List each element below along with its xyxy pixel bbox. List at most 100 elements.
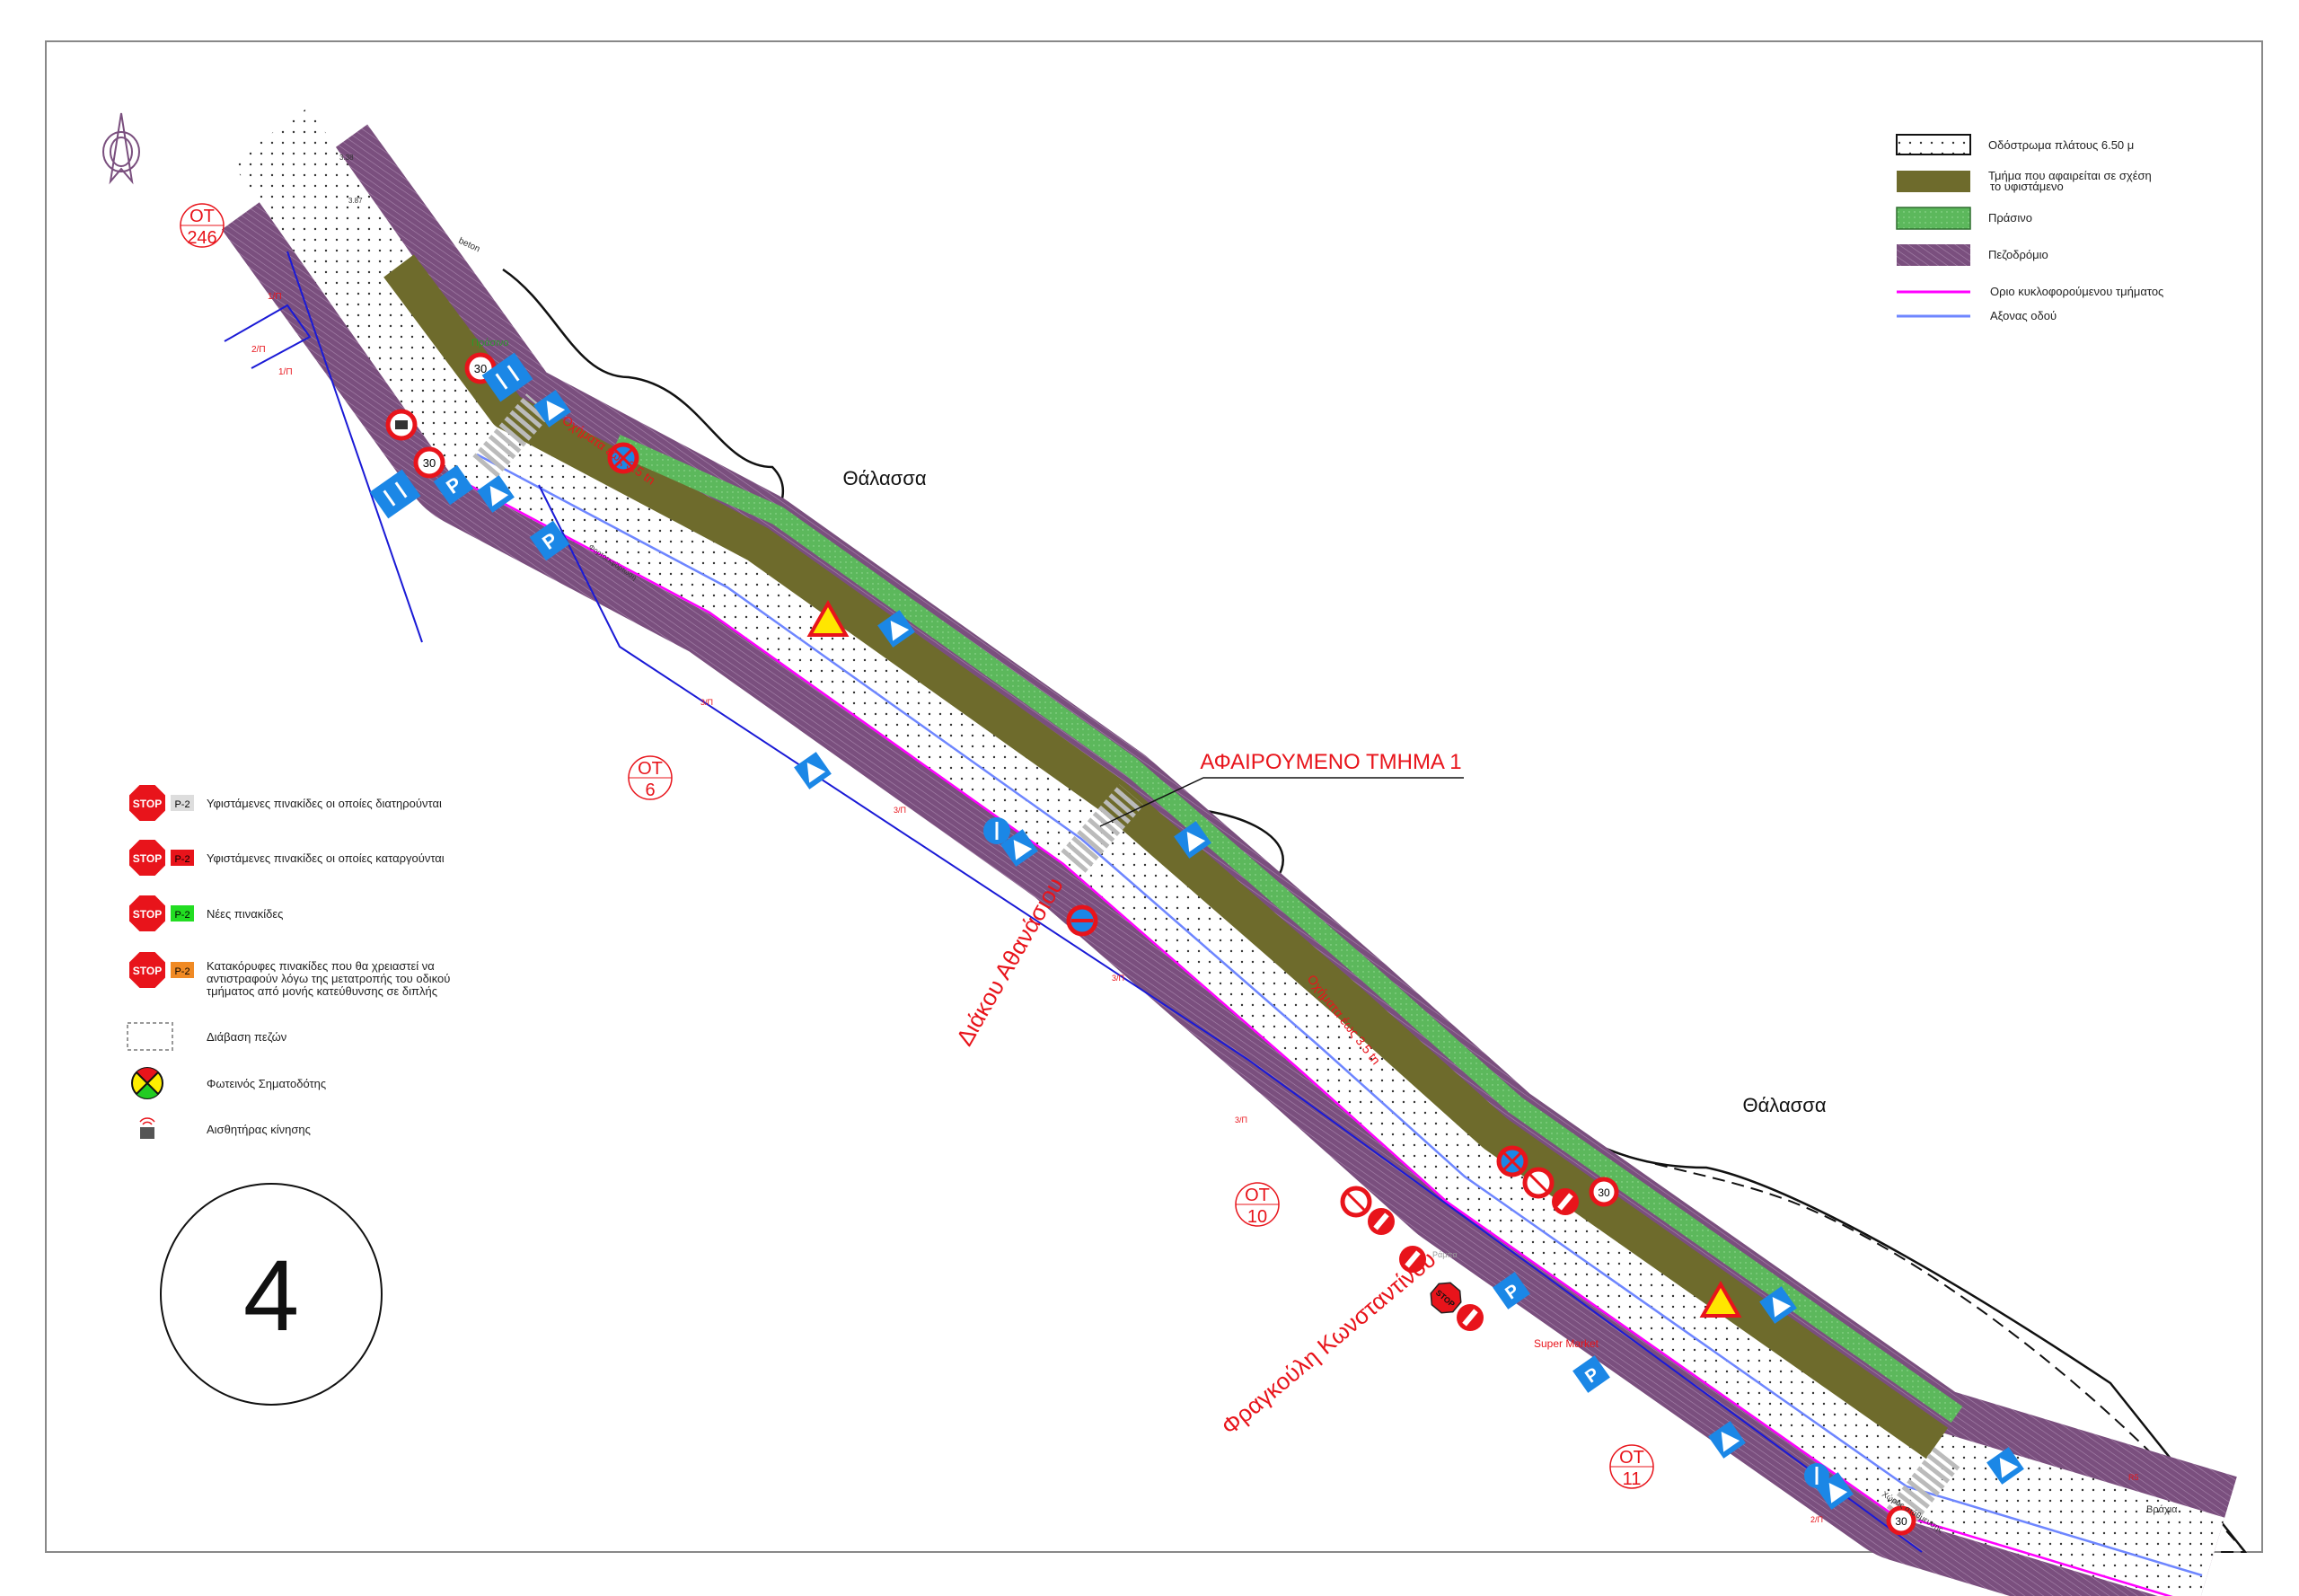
- legend-label: το υφιστάμενο: [1990, 180, 2064, 193]
- road-axis-line: [476, 453, 2203, 1577]
- speed-limit-sign: 30: [413, 446, 445, 479]
- legend-label: Πεζοδρόμιο: [1988, 248, 2048, 261]
- sign-code: P-2: [174, 966, 189, 977]
- legend-row-motion-sensor: Αισθητήρας κίνησης: [139, 1117, 311, 1139]
- legend-row-removed: STOP P-2 Υφιστάμενες πινακίδες οι οποίες…: [128, 838, 445, 877]
- floors-label: 3/Π: [1235, 1115, 1247, 1124]
- stop-icon-text: STOP: [133, 852, 162, 865]
- elevation-label: 3.87: [348, 197, 363, 205]
- legend-right: Οδόστρωμα πλάτους 6.50 μ Τμήμα που αφαιρ…: [1896, 134, 2163, 322]
- legend-label: Διάβαση πεζών: [207, 1030, 286, 1044]
- coastline: [502, 268, 2246, 1553]
- pedestrian-crossing-sign: [1986, 1447, 2024, 1485]
- sign-code: P-2: [174, 799, 189, 810]
- no-waiting-sign: [1066, 904, 1098, 937]
- speed-limit-value: 30: [474, 362, 487, 375]
- legend-swatch-green: [1896, 207, 1971, 230]
- legend-row-crossing: Διάβαση πεζών: [127, 1022, 286, 1051]
- pedestrian-crossing-sign: [1759, 1286, 1797, 1324]
- no-overtaking-sign: [1340, 1186, 1372, 1218]
- block-label-ot10: ΟΤ 10: [1235, 1182, 1280, 1227]
- stop-icon-text: STOP: [133, 965, 162, 977]
- block-label-bottom: 6: [645, 780, 655, 800]
- no-entry-sign: [1368, 1208, 1395, 1235]
- traffic-light-icon: [131, 1067, 163, 1099]
- no-trucks-sign: [385, 409, 418, 441]
- traffic-limit-line: [458, 478, 2173, 1596]
- stop-icon: [128, 950, 167, 990]
- floors-label: 2/Π: [251, 345, 266, 355]
- one-way-sign: [481, 352, 533, 402]
- floors-label: 3/Π: [700, 698, 713, 707]
- pedestrian-crossing: [472, 393, 551, 478]
- property-lines: [224, 251, 1923, 1553]
- sheet-number-text: 4: [243, 1239, 299, 1352]
- pedestrian-crossing-sign: [1708, 1421, 1746, 1459]
- legend-label: Αισθητήρας κίνησης: [207, 1123, 311, 1136]
- legend-label: Υφιστάμενες πινακίδες οι οποίες καταργού…: [207, 851, 445, 865]
- legend-swatch-pavement: [1896, 134, 1971, 155]
- ahead-only-sign: [983, 817, 1010, 844]
- floors-label: 1/Π: [268, 292, 282, 302]
- pedestrian-crossing-sign: [1000, 829, 1038, 867]
- motion-sensor-icon: [139, 1117, 155, 1139]
- block-label-ot6: ΟΤ 6: [628, 755, 673, 800]
- crosswalk-icon: [127, 1022, 173, 1051]
- legend-label: αντιστραφούν λόγω της μετατροπής του οδι…: [207, 972, 450, 985]
- legend-label: Οριο κυκλοφορούμενου τμήματος: [1990, 285, 2163, 298]
- sheet-number: 4: [160, 1183, 383, 1406]
- legend-left: STOP P-2 Υφιστάμενες πινακίδες οι οποίες…: [127, 783, 450, 1139]
- block-label-bottom: 11: [1623, 1469, 1642, 1489]
- parking-sign: P: [529, 520, 570, 561]
- stop-icon: [128, 894, 167, 933]
- speed-limit-value: 30: [1598, 1186, 1610, 1199]
- no-entry-sign: [1457, 1304, 1484, 1331]
- block-label-top: ΟΤ: [1245, 1186, 1270, 1205]
- legend-row-traffic-light: Φωτεινός Σηματοδότης: [131, 1067, 326, 1099]
- no-parking-sign: [607, 442, 639, 474]
- sea-label: Θάλασσα: [1742, 1094, 1826, 1116]
- sign-code: P-2: [174, 910, 189, 921]
- no-parking-sign: [1496, 1145, 1528, 1177]
- elevation-label: 3.38: [339, 154, 354, 162]
- removed-section-leader: [1099, 777, 1464, 827]
- ramp-label: Ράμπα: [1432, 1250, 1458, 1259]
- floors-label: 2/Π: [1810, 1515, 1823, 1524]
- floors-label: 1/Π: [278, 367, 293, 377]
- block-label-ot246: ΟΤ 246: [180, 203, 225, 248]
- sea-label: Θάλασσα: [842, 467, 926, 489]
- stop-sign: STOP: [1430, 1282, 1462, 1314]
- no-entry-sign: [1552, 1188, 1579, 1215]
- legend-label: Υφιστάμενες πινακίδες οι οποίες διατηρού…: [207, 797, 442, 810]
- legend-swatch-sidewalk: [1897, 244, 1970, 266]
- no-entry-sign: [1399, 1246, 1426, 1273]
- legend-label: τμήματος από μονής κατεύθυνσης σε διπλής: [207, 984, 437, 998]
- one-way-sign: [369, 469, 421, 519]
- legend-label: Φωτεινός Σηματοδότης: [207, 1077, 326, 1090]
- legend-label: Πράσινο: [1988, 211, 2032, 225]
- pedestrian-crossing: [1061, 784, 1144, 873]
- removed-section-title: ΑΦΑΙΡΟΥΜΕΝΟ ΤΜΗΜΑ 1: [1200, 750, 1461, 774]
- legend-label: Νέες πινακίδες: [207, 907, 283, 921]
- north-arrow-icon: [102, 112, 140, 185]
- legend-label: Οδόστρωμα πλάτους 6.50 μ: [1988, 138, 2134, 152]
- pedestrian-crossing: [1886, 1444, 1962, 1529]
- block-label-bottom: 246: [187, 228, 216, 248]
- pedestrian-crossing-sign: [1174, 821, 1211, 859]
- floors-label: 3/Π: [1112, 974, 1124, 983]
- legend-row-reversed: STOP P-2 Κατακόρυφες πινακίδες που θα χρ…: [128, 950, 450, 998]
- legend-label: Κατακόρυφες πινακίδες που θα χρειαστεί ν…: [207, 959, 435, 973]
- rocks-label: Βράχια: [2146, 1504, 2178, 1515]
- pedestrian-crossing-sign: [477, 475, 515, 513]
- parking-sign: P: [433, 464, 474, 506]
- r5-label: R5: [2128, 1473, 2139, 1482]
- block-label-top: ΟΤ: [189, 207, 215, 226]
- block-label-ot11: ΟΤ 11: [1609, 1444, 1654, 1489]
- green-band: [612, 434, 1963, 1424]
- pedestrian-crossing-sign: [877, 610, 915, 648]
- block-label-top: ΟΤ: [638, 759, 663, 779]
- pedestrian-crossing-sign: [533, 390, 571, 428]
- no-overtaking-sign: [1522, 1167, 1555, 1199]
- legend-row-new: STOP P-2 Νέες πινακίδες: [128, 894, 283, 933]
